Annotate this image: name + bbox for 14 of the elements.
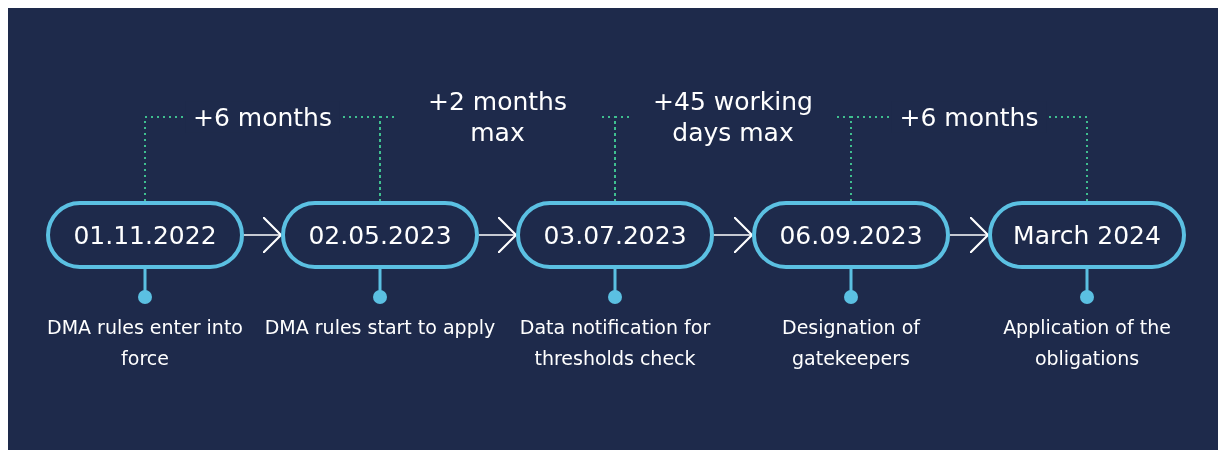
arrow	[713, 215, 754, 255]
date-text: 01.11.2022	[73, 220, 217, 250]
milestone-description: Application of the obligations	[1002, 315, 1172, 371]
milestone-description: Designation of gatekeepers	[781, 315, 922, 371]
milestone-description: Data notification for thresholds check	[518, 315, 712, 371]
date-text: 06.09.2023	[779, 220, 923, 250]
milestone-description: DMA rules start to apply	[263, 315, 497, 340]
arrow	[478, 215, 518, 255]
date-text: March 2024	[1013, 220, 1161, 250]
arrow	[243, 215, 283, 255]
milestone-description: DMA rules enter into force	[46, 315, 244, 371]
date-text: 03.07.2023	[543, 220, 687, 250]
date-text: 02.05.2023	[308, 220, 452, 250]
arrow	[949, 215, 990, 255]
